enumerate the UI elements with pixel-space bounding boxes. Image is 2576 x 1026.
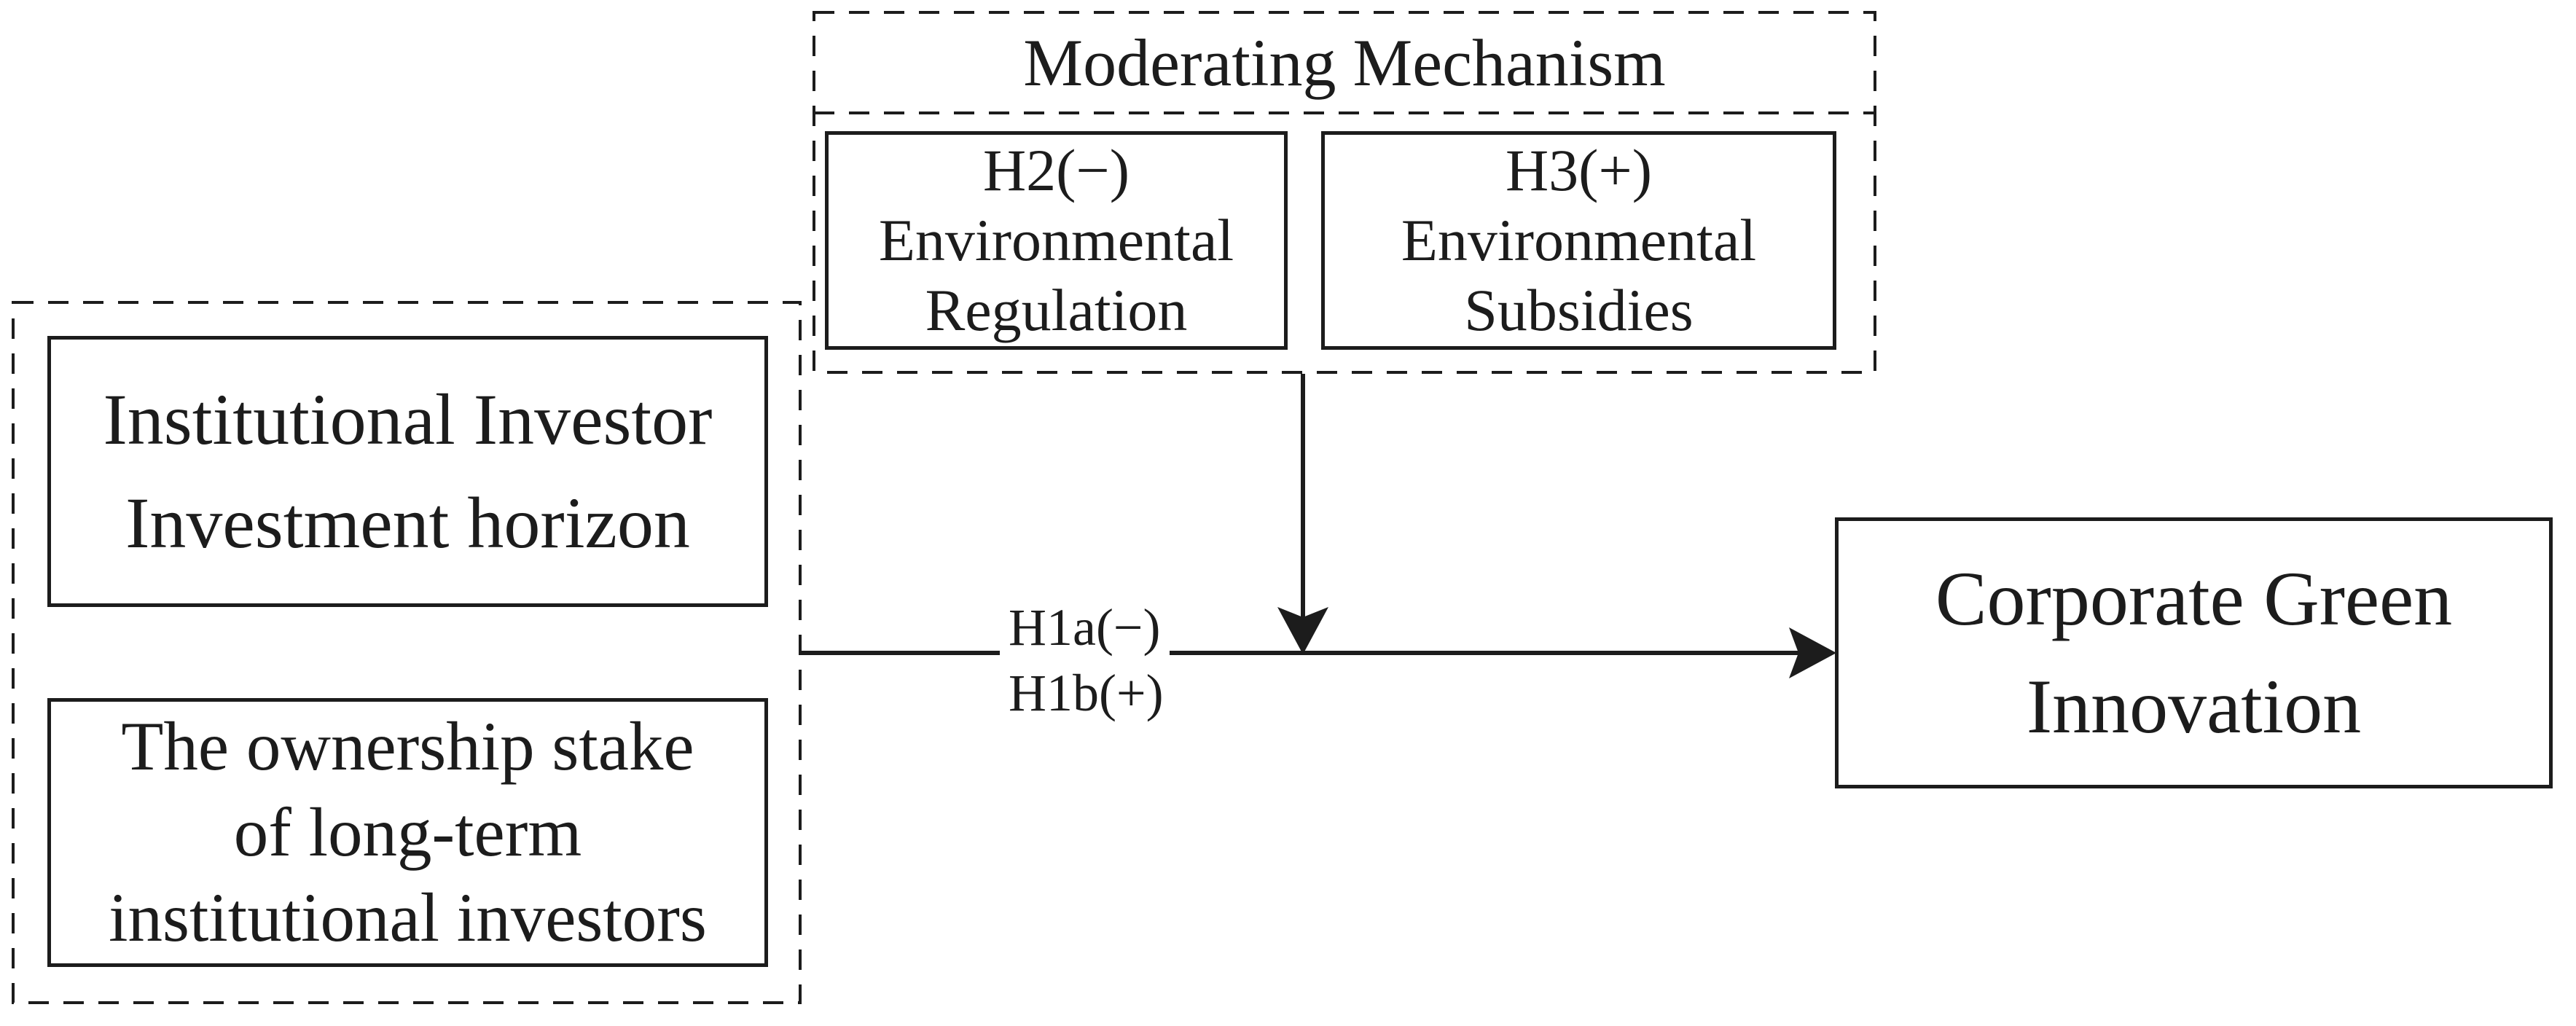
box-line: institutional investors [109,879,707,957]
box-line: Corporate Green [1935,555,2453,641]
box-line: The ownership stake [121,707,694,785]
moderating-title-text: Moderating Mechanism [1023,26,1666,100]
ownership-stake-box: The ownership stake of long-term institu… [47,698,768,967]
box-line: H2(−) [982,137,1130,204]
h1a-hypothesis-label: H1a(−) [1000,596,1170,659]
moderating-group-dashed-border [813,11,1876,374]
environmental-subsidies-box: H3(+) Environmental Subsidies [1321,131,1836,350]
box-line: H3(+) [1505,137,1653,204]
moderating-mechanism-title: Moderating Mechanism [814,12,1875,113]
box-line: Subsidies [1464,276,1694,343]
box-line: Innovation [2026,664,2362,749]
h1b-hypothesis-label: H1b(+) [1000,662,1172,725]
box-line: Environmental [1401,207,1757,274]
box-line: Environmental [878,207,1234,274]
main-effect-arrowhead [1789,627,1836,678]
box-line: of long-term [233,793,582,871]
corporate-green-innovation-box: Corporate Green Innovation [1835,517,2553,788]
institutional-investor-horizon-box: Institutional Investor Investment horizo… [47,336,768,607]
environmental-regulation-box: H2(−) Environmental Regulation [825,131,1288,350]
moderation-arrowhead [1277,607,1328,654]
box-line: Investment horizon [125,482,690,563]
box-line: Regulation [925,276,1188,343]
box-line: Institutional Investor [103,379,713,460]
